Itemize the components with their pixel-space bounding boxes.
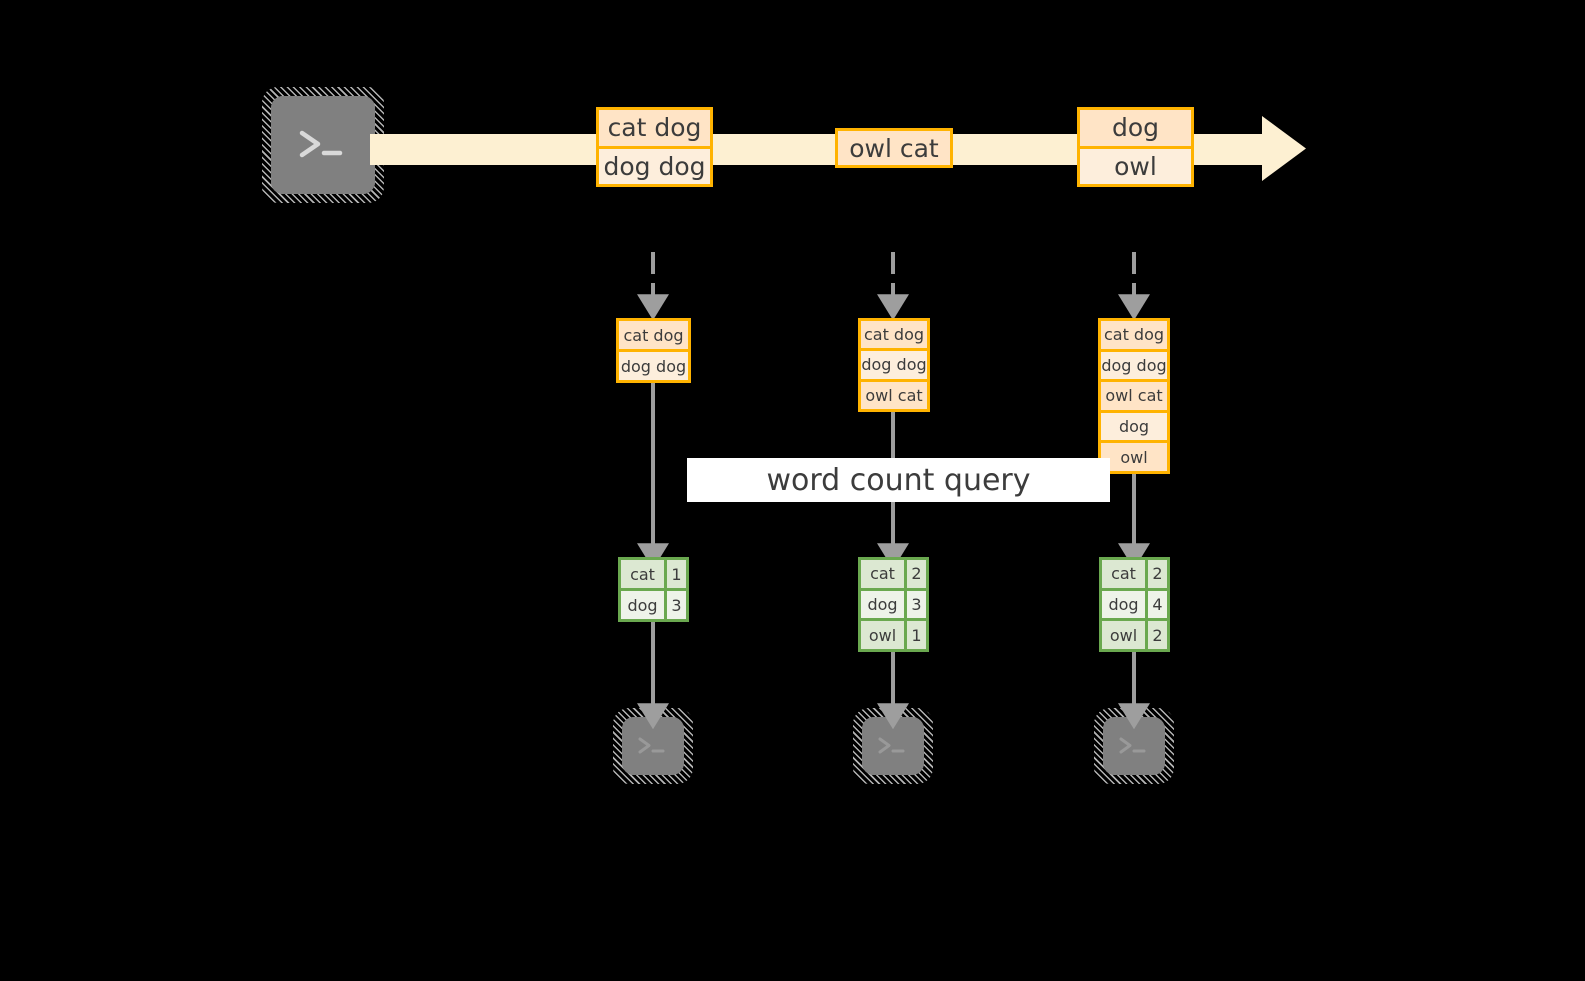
table-cell-count: 1 — [911, 625, 922, 645]
table-cell-word: dog — [621, 591, 667, 619]
stream-record-3[interactable]: dog owl — [1077, 107, 1194, 187]
table-cell-word: cat — [861, 560, 907, 588]
prompt-glyph-icon — [1119, 737, 1146, 754]
table-row: dog 3 — [621, 588, 686, 619]
table-cell-count: 1 — [671, 564, 682, 584]
snapshot-2-input-box[interactable]: cat dog dog dog owl cat — [858, 318, 930, 412]
snapshot-input-line: dog dog — [1101, 348, 1167, 380]
table-cell-count: 2 — [1152, 564, 1163, 584]
table-cell-count: 2 — [911, 564, 922, 584]
snapshot-input-line: dog dog — [861, 348, 927, 379]
stream-record-1[interactable]: cat dog dog dog — [596, 107, 713, 187]
snapshot-input-line: cat dog — [619, 321, 688, 349]
snapshot-1-result-table[interactable]: cat 1 dog 3 — [618, 557, 689, 622]
snapshot-input-line: owl — [1101, 440, 1167, 471]
snapshot-input-line: cat dog — [861, 321, 927, 349]
snapshot-2-result-table[interactable]: cat 2 dog 3 owl 1 — [858, 557, 929, 652]
snapshot-3-result-table[interactable]: cat 2 dog 4 owl 2 — [1099, 557, 1170, 652]
prompt-glyph-icon — [878, 737, 905, 754]
table-row: owl 1 — [861, 618, 926, 650]
snapshot-input-line: cat dog — [1101, 321, 1167, 349]
query-label: word count query — [766, 462, 1031, 498]
stream-record-line: dog dog — [599, 145, 710, 184]
table-cell-count: 3 — [911, 595, 922, 614]
table-cell-word: owl — [1102, 621, 1148, 650]
table-row: dog 4 — [1102, 587, 1167, 619]
stream-record-line: owl cat — [838, 131, 950, 165]
stream-record-line: dog — [1080, 110, 1191, 146]
snapshot-3-sink-terminal-icon[interactable] — [1094, 708, 1174, 784]
snapshot-input-line: owl cat — [861, 378, 927, 409]
snapshot-input-line: owl cat — [1101, 379, 1167, 410]
table-cell-word: owl — [861, 621, 907, 650]
prompt-glyph-icon — [638, 737, 665, 754]
table-cell-word: dog — [1102, 590, 1148, 619]
terminal-body — [271, 96, 375, 194]
table-row: owl 2 — [1102, 618, 1167, 650]
snapshot-1-sink-terminal-icon[interactable] — [613, 708, 693, 784]
table-cell-word: cat — [621, 560, 667, 588]
table-cell-word: dog — [861, 590, 907, 619]
prompt-glyph-icon — [299, 130, 343, 158]
table-cell-count: 3 — [671, 595, 682, 615]
query-label-band: word count query — [687, 458, 1110, 502]
source-terminal-icon[interactable] — [262, 87, 384, 203]
snapshot-input-line: dog — [1101, 409, 1167, 441]
stream-record-line: owl — [1080, 145, 1191, 184]
snapshot-1-input-box[interactable]: cat dog dog dog — [616, 318, 691, 383]
table-row: cat 1 — [621, 560, 686, 588]
table-cell-count: 2 — [1152, 625, 1163, 645]
stream-record-2[interactable]: owl cat — [835, 128, 953, 168]
table-cell-word: cat — [1102, 560, 1148, 588]
snapshot-3-input-box[interactable]: cat dog dog dog owl cat dog owl — [1098, 318, 1170, 474]
table-row: cat 2 — [1102, 560, 1167, 588]
table-row: dog 3 — [861, 587, 926, 619]
table-cell-count: 4 — [1152, 595, 1163, 614]
snapshot-input-line: dog dog — [619, 349, 688, 380]
table-row: cat 2 — [861, 560, 926, 588]
stream-record-line: cat dog — [599, 110, 710, 146]
